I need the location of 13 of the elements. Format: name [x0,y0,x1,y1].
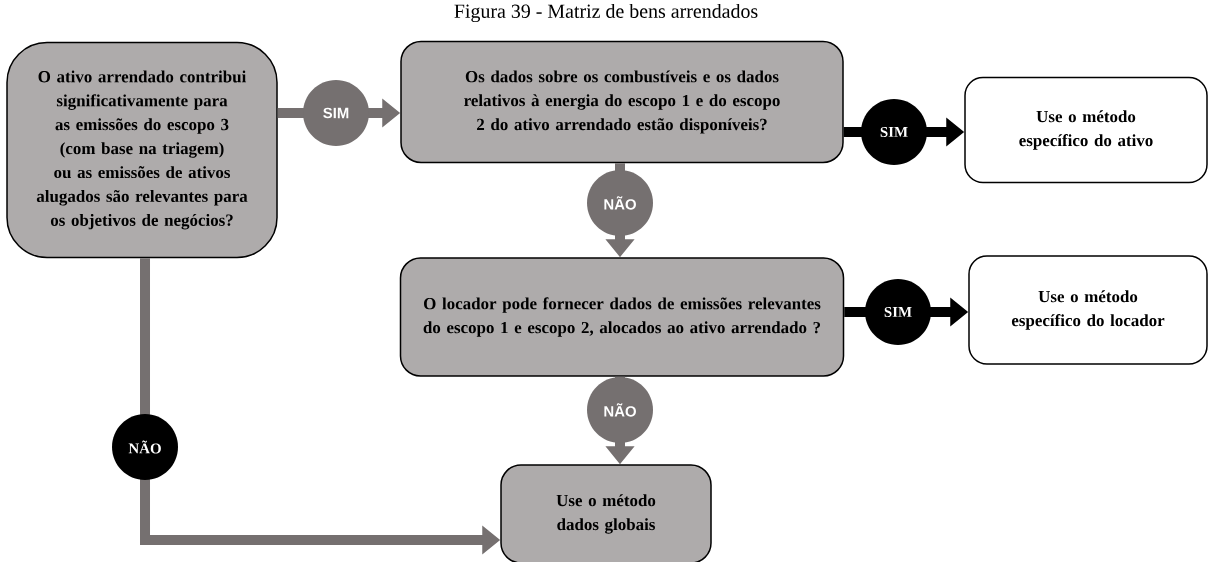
question-box: Os dados sobre os combustíveis e os dados relativos à energia do escopo 1 e do escopo 2 do ativo arrendado estão disponíveis? [400,40,844,164]
result-box: Use o método específico do ativo [964,76,1208,184]
edge-label: NÃO [587,170,653,236]
edge-label: SIM [303,80,369,146]
question-box: O ativo arrendado contribui significativamente para as emissões do escopo 3 (com base na triagem) ou as emissões de ativos alugados são relevantes para os objetivos de negócios? [6,41,278,259]
question-box: Use o método dados globais [500,464,712,562]
result-box: Use o método específico do locador [968,255,1208,365]
edge-label: SIM [861,99,927,165]
question-box: O locador pode fornecer dados de emissões relevantes do escopo 1 e escopo 2, alocados ao ativo arrendado ? [399,257,845,377]
figure-title: Figura 39 - Matriz de bens arrendados [454,3,758,23]
edge-label: SIM [865,279,931,345]
edge-label: NÃO [112,414,178,480]
edge-label: NÃO [587,377,653,443]
